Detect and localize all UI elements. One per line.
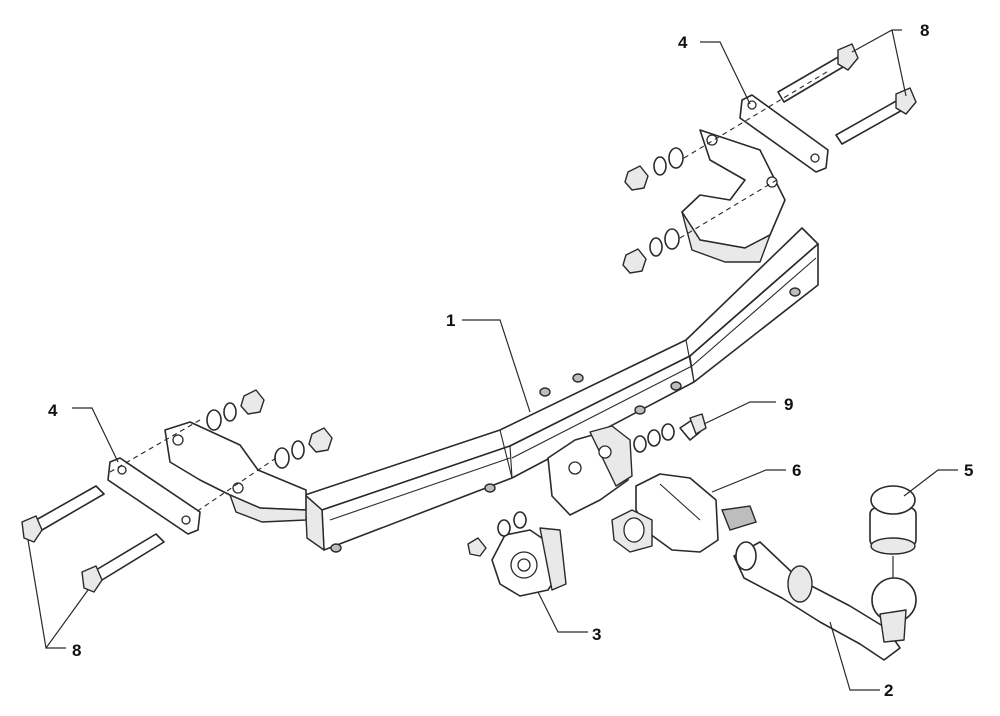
callout-fixing-bolt: 9: [784, 395, 793, 414]
callout-bolts-left: 8: [72, 641, 81, 660]
ball-neck: [733, 541, 917, 661]
left-long-bolts: [21, 485, 165, 593]
plate-bolt-washers: [467, 511, 527, 557]
right-bracket-plate: [739, 94, 829, 173]
left-mounting-arm: [164, 421, 307, 523]
left-nuts-washers: [206, 389, 333, 469]
beam-bolt-heads: [330, 287, 801, 553]
right-nuts-washers: [622, 147, 684, 274]
leader-lines: [27, 29, 958, 691]
right-mounting-arm: [681, 129, 786, 263]
callout-electrical-socket: 6: [792, 461, 801, 480]
callout-socket-plate: 3: [592, 625, 601, 644]
ball-cap: [869, 485, 917, 578]
left-bracket-plate: [107, 457, 201, 535]
main-frame-beam: [304, 227, 819, 553]
callout-bracket-right: 4: [678, 33, 688, 52]
callout-ball-neck: 2: [884, 681, 893, 700]
fixing-bolt: [679, 413, 707, 441]
callout-ball-cap: 5: [964, 461, 973, 480]
callout-bracket-left: 4: [48, 401, 58, 420]
electrical-socket: [611, 473, 757, 553]
callout-frame: 1: [446, 311, 455, 330]
socket-plate: [491, 527, 567, 597]
callout-labels: 1 2 3 4 4 5 6 8 8 9: [48, 21, 973, 700]
center-washers: [633, 423, 675, 453]
center-mount-bracket: [547, 425, 633, 516]
callout-bolts-right: 8: [920, 21, 929, 40]
